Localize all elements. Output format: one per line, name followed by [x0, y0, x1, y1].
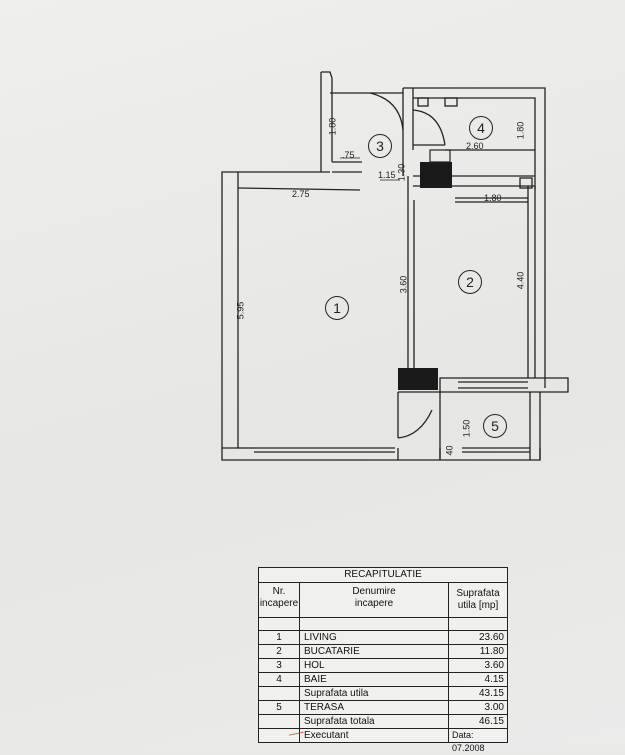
table-row-subtotal: Suprafata utila 43.15: [259, 687, 507, 701]
dim-hol-height: 1.80: [327, 117, 338, 136]
window-bottom: [254, 447, 395, 453]
room-number-hol: 3: [368, 134, 392, 158]
dim-hol-corridor: 1.15: [378, 170, 396, 180]
recap-header-area: Suprafata utila [mp]: [456, 588, 500, 611]
recap-header-nr: Nr. incapere: [259, 583, 300, 617]
door-baie: [412, 109, 446, 146]
table-row: 3 HOL 3.60: [259, 659, 507, 673]
shaft-lower: [398, 368, 438, 390]
dim-baie-height: 1.80: [515, 121, 526, 140]
room-number-baie: 4: [469, 116, 493, 140]
recap-table: RECAPITULATIE Nr. incapere Denumire inca…: [258, 567, 508, 753]
dim-living-height: 5.95: [235, 301, 246, 320]
dim-kitchen-width: 1.80: [484, 193, 502, 203]
dim-kitchen-height: 4.40: [515, 271, 526, 290]
table-row: 2 BUCATARIE 11.80: [259, 645, 507, 659]
dim-baie-width: 2.60: [466, 141, 484, 151]
wall-partition: [407, 176, 415, 368]
door-living: [397, 391, 440, 439]
dim-hol-width: .75: [342, 150, 355, 160]
table-row: 1 LIVING 23.60: [259, 631, 507, 645]
room-number-living: 1: [325, 296, 349, 320]
dim-terasa-small: 40: [444, 445, 455, 456]
room-number-kitchen: 2: [458, 270, 482, 294]
recap-spacer: [259, 618, 507, 631]
dim-living-width: 2.75: [292, 189, 310, 199]
recap-header: Nr. incapere Denumire incapere Suprafata…: [259, 583, 507, 618]
table-row-executant: Executant Data: 07.2008: [259, 729, 507, 753]
room-number-terasa: 5: [483, 414, 507, 438]
wall-hol-left: [320, 72, 333, 172]
recap-header-name: Denumire incapere: [300, 583, 449, 617]
table-row-total: Suprafata totala 46.15: [259, 715, 507, 729]
dim-wall-gap: 1.30: [396, 163, 407, 182]
wall-right-outer: [403, 87, 546, 388]
table-row: 5 TERASA 3.00: [259, 701, 507, 715]
door-hol: [369, 92, 404, 131]
wall-kitchen-bottom: [439, 377, 569, 393]
table-row: 4 BAIE 4.15: [259, 673, 507, 687]
dim-terasa-height: 1.50: [461, 419, 472, 438]
wall-top-living: [237, 171, 361, 191]
recap-title: RECAPITULATIE: [259, 568, 507, 583]
dim-partition-length: 3.60: [398, 275, 409, 294]
shaft-upper: [420, 162, 452, 188]
